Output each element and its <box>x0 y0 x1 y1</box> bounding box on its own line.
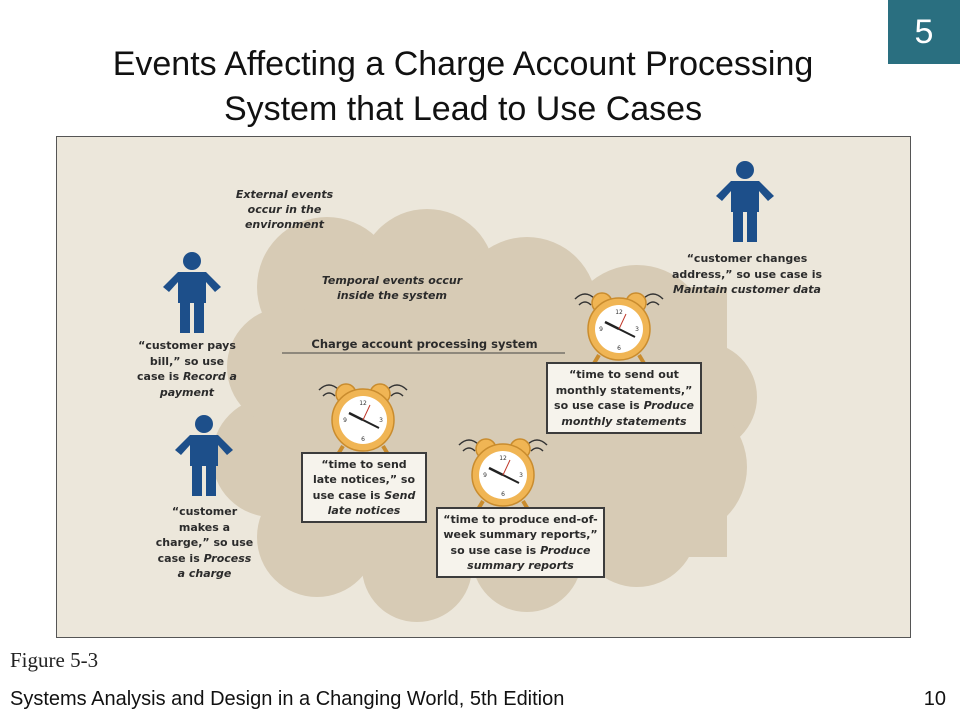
clock-numeral-6: 6 <box>501 491 505 498</box>
temporal-events-note: Temporal events occur inside the system <box>297 273 487 303</box>
use-case-name: Process <box>203 551 252 565</box>
caption-line: monthly statements <box>548 414 700 430</box>
clock-numeral-9: 9 <box>483 472 487 479</box>
clock-numeral-12: 12 <box>359 400 367 407</box>
caption-line: so use case is Produce <box>438 543 603 559</box>
external-note-line-3: environment <box>244 218 325 231</box>
clock-numeral-9: 9 <box>343 417 347 424</box>
caption-line: makes a <box>178 520 231 534</box>
customer-address-caption: “customer changes address,” so use case … <box>662 251 832 298</box>
caption-line: late notices <box>303 503 425 519</box>
use-case-name: Maintain customer data <box>673 283 821 296</box>
figure-panel: 12 3 6 9 12 3 6 9 <box>56 136 911 638</box>
system-label: Charge account processing system <box>311 337 538 351</box>
person-icon-customer-address <box>716 161 774 242</box>
caption-line: “customer changes <box>686 252 808 265</box>
use-case-name: payment <box>159 385 215 399</box>
title-line-2: System that Lead to Use Cases <box>223 90 703 128</box>
clock-numeral-3: 3 <box>379 417 383 424</box>
caption-line: “customer pays <box>138 339 236 352</box>
caption-line: a charge <box>142 566 267 582</box>
caption-line: Maintain customer data <box>662 282 832 298</box>
title-line-1: Events Affecting a Charge Account Proces… <box>112 45 814 83</box>
caption-text: case is <box>157 551 204 565</box>
footer-book-title: Systems Analysis and Design in a Changin… <box>10 688 565 710</box>
use-case-name: late notices <box>327 504 401 517</box>
use-case-name: Produce <box>643 399 694 412</box>
use-case-name: a charge <box>177 567 232 580</box>
chapter-badge: 5 <box>888 0 960 64</box>
figure-label: Figure 5-3 <box>10 648 99 672</box>
external-note-line-1: External events <box>235 188 334 201</box>
use-case-name: Produce <box>540 543 591 557</box>
caption-line: monthly statements,” <box>555 383 693 397</box>
summary-reports-box: “time to produce end-of- week summary re… <box>436 507 605 578</box>
caption-line: late notices,” so <box>312 473 416 486</box>
person-icon-customer-pays <box>163 252 221 333</box>
person-icon-customer-charge <box>175 415 233 496</box>
caption-line: payment <box>127 385 247 401</box>
caption-line: case is Process <box>142 551 267 567</box>
caption-line: “time to send <box>321 457 407 471</box>
page-number: 10 <box>923 688 946 710</box>
caption-line: bill,” so use <box>149 354 225 368</box>
external-note-line-2: occur in the <box>247 203 322 216</box>
caption-text: so use case is <box>450 543 541 557</box>
external-events-note: External events occur in the environment <box>217 187 352 232</box>
temporal-note-line-1: Temporal events occur <box>321 274 463 287</box>
clock-numeral-3: 3 <box>519 472 523 479</box>
customer-pays-caption: “customer pays bill,” so use case is Rec… <box>127 338 247 400</box>
caption-line: charge,” so use <box>155 536 254 549</box>
clock-numeral-6: 6 <box>361 436 365 443</box>
alarm-clock-icon-late-notices: 12 3 6 9 <box>318 383 408 458</box>
caption-line: case is Record a <box>127 369 247 385</box>
customer-charge-caption: “customer makes a charge,” so use case i… <box>142 504 267 582</box>
caption-line: so use case is Produce <box>548 398 700 414</box>
caption-text: so use case is <box>554 399 644 412</box>
clock-numeral-3: 3 <box>635 326 639 333</box>
clock-numeral-12: 12 <box>615 309 623 316</box>
caption-line: “time to produce end-of- <box>443 512 598 526</box>
temporal-note-line-2: inside the system <box>337 289 447 302</box>
alarm-clock-icon-summary-reports: 12 3 6 9 <box>458 438 548 513</box>
caption-line: “time to send out <box>569 368 679 381</box>
caption-line: “customer <box>171 505 238 518</box>
alarm-clock-icon-monthly-statements: 12 3 6 9 <box>574 292 664 367</box>
use-case-name: Send <box>384 488 416 502</box>
clock-numeral-12: 12 <box>499 455 507 462</box>
use-case-name: Record a <box>182 370 237 383</box>
caption-line: summary reports <box>438 558 603 574</box>
caption-line: use case is Send <box>303 488 425 504</box>
caption-line: address,” so use case is <box>671 267 823 281</box>
use-case-name: summary reports <box>467 559 574 572</box>
caption-text: case is <box>137 370 183 383</box>
caption-text: use case is <box>312 488 385 502</box>
caption-line: week summary reports,” <box>443 528 598 541</box>
slide-title: Events Affecting a Charge Account Proces… <box>40 42 886 132</box>
monthly-statements-box: “time to send out monthly statements,” s… <box>546 362 702 434</box>
late-notices-box: “time to send late notices,” so use case… <box>301 452 427 523</box>
clock-numeral-6: 6 <box>617 345 621 352</box>
clock-numeral-9: 9 <box>599 326 603 333</box>
use-case-name: monthly statements <box>561 414 687 428</box>
